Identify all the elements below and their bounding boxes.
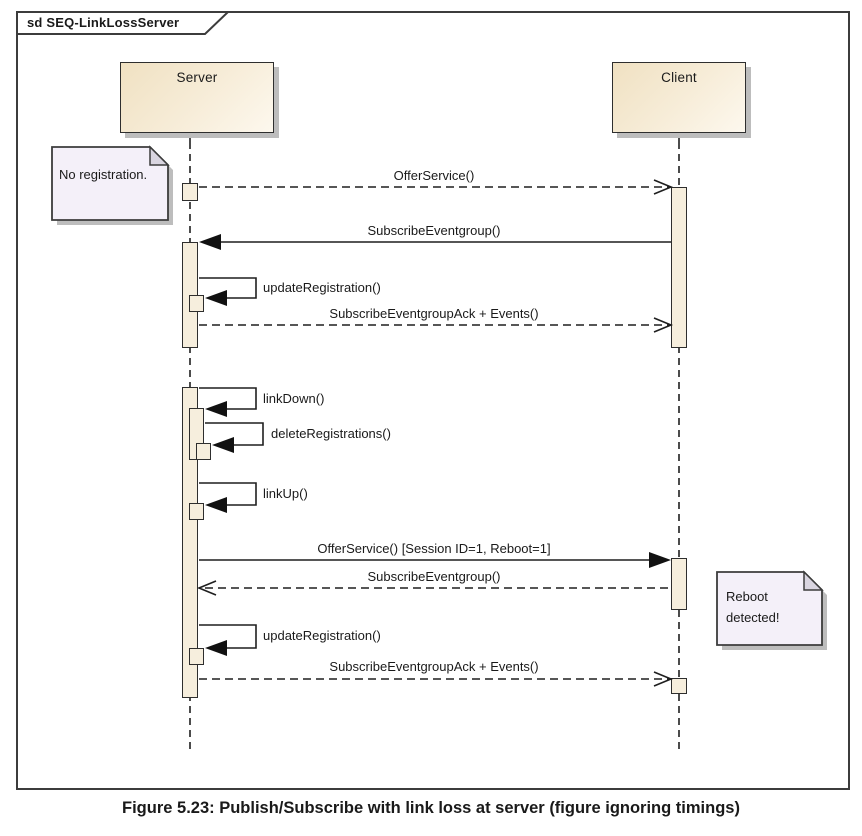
frame-title-tab [16,11,231,35]
message-label: SubscribeEventgroupAck + Events() [329,659,539,674]
activation-server-2 [182,387,198,698]
diagram-frame [16,11,850,790]
lifeline-head-client: Client [612,62,746,133]
message-line-updateregistration-1 [199,277,257,299]
note-no-registration-fold-icon [149,145,170,166]
activation-client-2 [671,558,687,610]
message-label: OfferService() [393,168,475,183]
filled-arrow-icon [205,401,227,417]
message-label: updateRegistration() [263,280,381,295]
message-label: OfferService() [Session ID=1, Reboot=1] [317,541,551,556]
activation-server-update-2 [189,648,204,665]
activation-client-1 [671,187,687,348]
activation-server-update-1 [189,295,204,312]
lifeline-label-server: Server [176,70,218,85]
activation-client-3 [671,678,687,694]
message-label: SubscribeEventgroup() [367,223,501,238]
open-arrow-icon [196,580,217,596]
note-no-registration-text: No registration. [59,167,148,182]
filled-arrow-icon [199,234,221,250]
activation-server-offer [182,183,198,201]
message-line-linkdown [199,387,257,410]
figure-caption: Figure 5.23: Publish/Subscribe with link… [122,799,740,817]
message-label: SubscribeEventgroup() [367,569,501,584]
filled-arrow-icon [649,552,671,568]
message-label: linkDown() [263,391,325,406]
activation-deleteregistrations [196,443,211,460]
lifeline-label-client: Client [661,70,697,85]
filled-arrow-icon [212,437,234,453]
message-label: updateRegistration() [263,628,381,643]
activation-linkup [189,503,204,520]
open-arrow-icon [653,317,674,333]
note-reboot-shape [716,571,823,646]
filled-arrow-icon [205,290,227,306]
message-line-updateregistration-2 [199,624,257,649]
note-reboot-fold-icon [803,570,824,591]
message-label: linkUp() [263,486,308,501]
open-arrow-icon [653,671,674,687]
message-label: SubscribeEventgroupAck + Events() [329,306,539,321]
message-line-deleteregistrations [205,422,264,446]
note-reboot-text: Reboot detected! [726,589,780,625]
note-no-registration-shape [51,146,169,221]
frame-title: sd SEQ-LinkLossServer [27,15,180,30]
message-line-linkup [199,482,257,506]
filled-arrow-icon [205,497,227,513]
message-label: deleteRegistrations() [271,426,391,441]
open-arrow-icon [653,179,674,195]
filled-arrow-icon [205,640,227,656]
lifeline-head-server: Server [120,62,274,133]
